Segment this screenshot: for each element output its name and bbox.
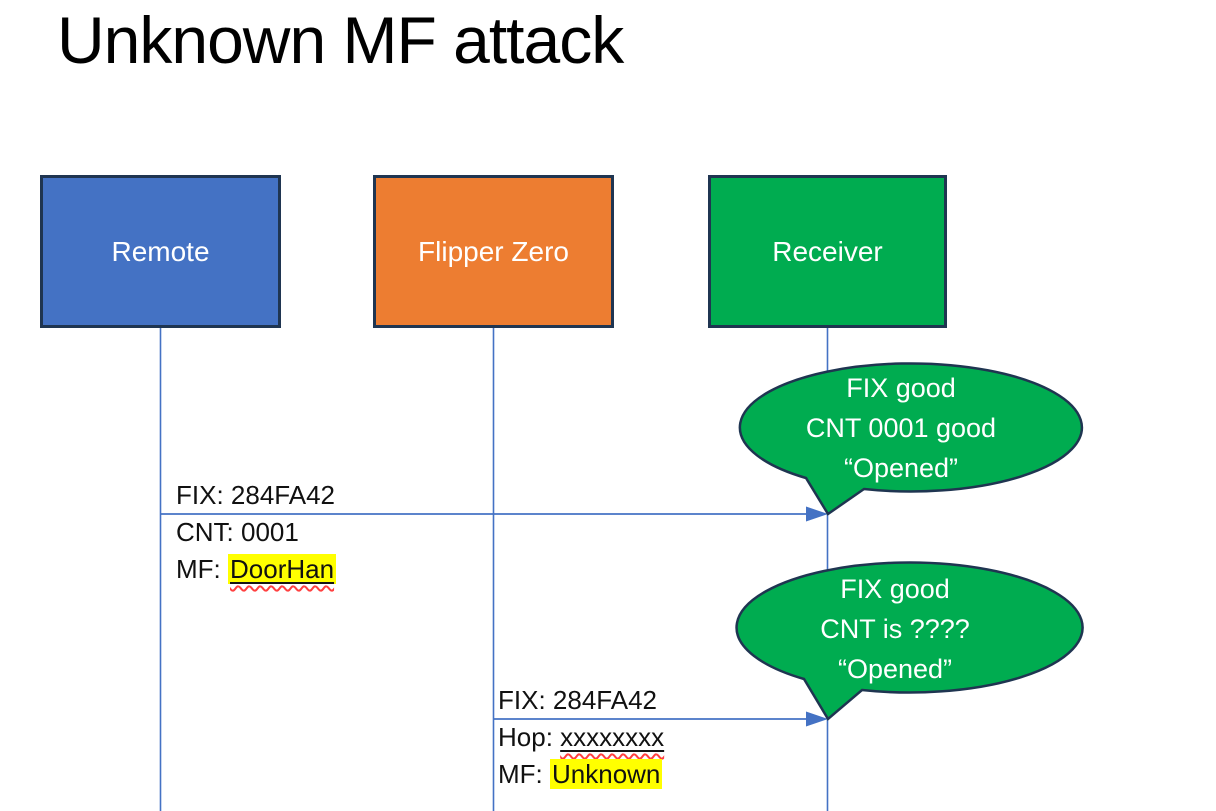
bubble-2-line-1: FIX good bbox=[840, 574, 950, 604]
message-2-mf-prefix: MF: bbox=[498, 759, 550, 789]
message-1-mf-line: MF: DoorHan bbox=[176, 551, 337, 588]
actor-box-flipper-zero: Flipper Zero bbox=[373, 175, 614, 328]
message-2-hop-value: xxxxxxxx bbox=[560, 722, 665, 752]
bubble-1-line-3: “Opened” bbox=[843, 453, 959, 483]
slide-title: Unknown MF attack bbox=[57, 3, 624, 77]
actor-label-flipper-zero: Flipper Zero bbox=[418, 235, 569, 267]
message-1-mf-value: DoorHan bbox=[230, 554, 335, 584]
message-1-mf-value-highlight: DoorHan bbox=[228, 554, 337, 584]
message-2-mf-line: MF: Unknown bbox=[498, 756, 664, 793]
message-1-cnt-line: CNT: 0001 bbox=[176, 517, 299, 547]
speech-bubble-2-shape bbox=[735, 561, 1084, 721]
actor-label-remote: Remote bbox=[111, 235, 210, 267]
bubble-1-line-2: CNT 0001 good bbox=[805, 413, 997, 443]
message-1-mf-prefix: MF: bbox=[176, 554, 228, 584]
speech-bubble-2-text: FIX good CNT is ???? “Opened” bbox=[725, 569, 1065, 689]
message-2-labels: FIX: 284FA42 Hop: xxxxxxxx MF: Unknown bbox=[498, 682, 664, 793]
message-2-hop-line: Hop: xxxxxxxx bbox=[498, 719, 664, 756]
message-1-labels: FIX: 284FA42 CNT: 0001 MF: DoorHan bbox=[176, 477, 337, 588]
actor-box-remote: Remote bbox=[40, 175, 281, 328]
actor-box-receiver: Receiver bbox=[708, 175, 947, 328]
arrowhead-remote-to-receiver bbox=[806, 506, 828, 522]
message-2-hop-prefix: Hop: bbox=[498, 722, 561, 752]
bubble-2-line-3: “Opened” bbox=[837, 654, 953, 684]
message-2-mf-value: Unknown bbox=[550, 759, 663, 789]
message-2-fix-line: FIX: 284FA42 bbox=[498, 685, 657, 715]
bubble-2-line-2: CNT is ???? bbox=[820, 614, 970, 644]
message-1-fix-line: FIX: 284FA42 bbox=[176, 480, 335, 510]
speech-bubble-1-text: FIX good CNT 0001 good “Opened” bbox=[731, 368, 1071, 488]
arrowhead-flipper-to-receiver bbox=[806, 711, 828, 727]
actor-label-receiver: Receiver bbox=[772, 235, 883, 267]
bubble-1-line-1: FIX good bbox=[846, 373, 956, 403]
speech-bubble-1-shape bbox=[738, 362, 1084, 516]
